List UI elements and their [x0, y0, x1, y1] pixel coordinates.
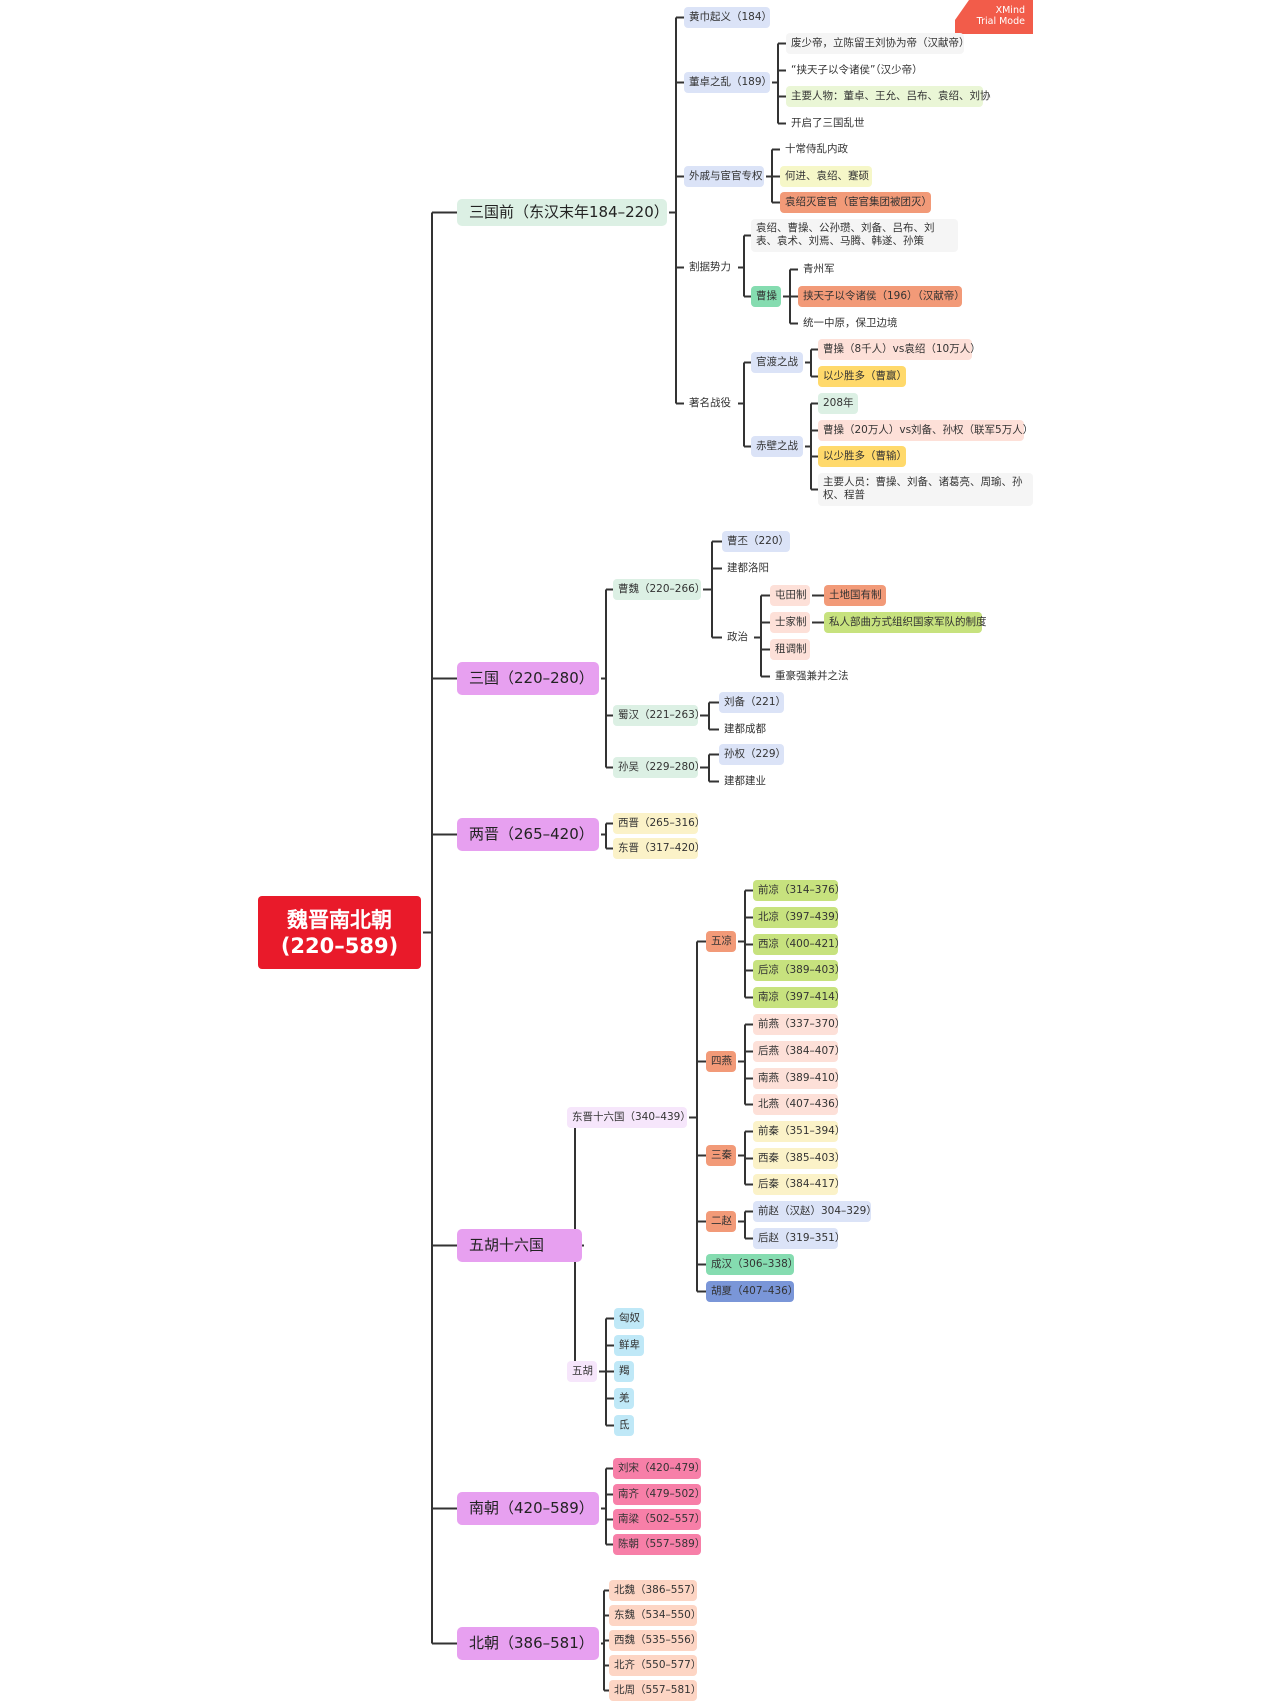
subtopic-77[interactable]: 南梁（502–557）	[613, 1509, 705, 1530]
subtopic-29[interactable]: 建都洛阳	[722, 558, 774, 579]
main-topic-79[interactable]: 北朝（386–581）	[457, 1627, 599, 1660]
subtopic-51[interactable]: 西凉（400–421）	[753, 934, 845, 955]
subtopic-5[interactable]: 主要人物：董卓、王允、吕布、袁绍、刘协	[786, 86, 991, 107]
main-topic-46[interactable]: 五胡十六国	[457, 1229, 582, 1262]
subtopic-57[interactable]: 南燕（389–410）	[753, 1068, 845, 1089]
subtopic-40[interactable]: 孙吴（229–280）	[613, 757, 705, 778]
subtopic-60[interactable]: 前秦（351–394）	[753, 1121, 845, 1142]
subtopic-2[interactable]: 董卓之乱（189）	[684, 72, 772, 93]
subtopic-65[interactable]: 后赵（319–351）	[753, 1228, 845, 1249]
subtopic-63[interactable]: 二赵	[706, 1211, 736, 1232]
subtopic-54[interactable]: 四燕	[706, 1051, 736, 1072]
subtopic-32[interactable]: 土地国有制	[824, 585, 886, 606]
subtopic-21[interactable]: 赤壁之战	[751, 436, 803, 457]
subtopic-24[interactable]: 以少胜多（曹输）	[818, 446, 907, 467]
subtopic-4[interactable]: “挟天子以令诸侯”（汉少帝）	[786, 60, 926, 81]
subtopic-10[interactable]: 袁绍灭宦官（宦官集团被团灭）	[780, 192, 932, 213]
xmind-trial-badge[interactable]: XMind Trial Mode	[955, 0, 1033, 34]
subtopic-14[interactable]: 青州军	[798, 259, 838, 280]
badge-mode: Trial Mode	[976, 16, 1025, 27]
subtopic-18[interactable]: 官渡之战	[751, 352, 803, 373]
subtopic-76[interactable]: 南齐（479–502）	[613, 1484, 705, 1505]
subtopic-56[interactable]: 后燕（384–407）	[753, 1041, 845, 1062]
subtopic-59[interactable]: 三秦	[706, 1145, 736, 1166]
subtopic-52[interactable]: 后凉（389–403）	[753, 960, 845, 981]
subtopic-15[interactable]: 挟天子以令诸侯（196）（汉献帝）	[798, 286, 965, 307]
subtopic-70[interactable]: 鲜卑	[614, 1335, 644, 1356]
subtopic-50[interactable]: 北凉（397–439）	[753, 907, 845, 928]
subtopic-3[interactable]: 废少帝，立陈留王刘协为帝（汉献帝）	[786, 33, 970, 54]
subtopic-53[interactable]: 南凉（397–414）	[753, 987, 845, 1008]
subtopic-36[interactable]: 重豪强兼并之法	[770, 666, 852, 687]
subtopic-61[interactable]: 西秦（385–403）	[753, 1148, 845, 1169]
subtopic-69[interactable]: 匈奴	[614, 1308, 644, 1329]
main-topic-26[interactable]: 三国（220–280）	[457, 662, 599, 695]
subtopic-84[interactable]: 北周（557–581）	[609, 1680, 701, 1701]
subtopic-62[interactable]: 后秦（384–417）	[753, 1174, 845, 1195]
subtopic-49[interactable]: 前凉（314–376）	[753, 880, 845, 901]
subtopic-83[interactable]: 北齐（550–577）	[609, 1655, 701, 1676]
subtopic-78[interactable]: 陈朝（557–589）	[613, 1534, 705, 1555]
subtopic-39[interactable]: 建都成都	[719, 719, 771, 740]
subtopic-8[interactable]: 十常侍乱内政	[780, 139, 854, 160]
subtopic-42[interactable]: 建都建业	[719, 771, 771, 792]
subtopic-27[interactable]: 曹魏（220–266）	[613, 579, 705, 600]
main-topic-74[interactable]: 南朝（420–589）	[457, 1492, 599, 1525]
subtopic-58[interactable]: 北燕（407–436）	[753, 1094, 845, 1115]
subtopic-17[interactable]: 著名战役	[684, 393, 736, 414]
subtopic-81[interactable]: 东魏（534–550）	[609, 1605, 701, 1626]
subtopic-64[interactable]: 前赵（汉赵）304–329）	[753, 1201, 877, 1222]
subtopic-47[interactable]: 东晋十六国（340–439）	[567, 1107, 691, 1128]
subtopic-72[interactable]: 羌	[614, 1388, 634, 1409]
subtopic-66[interactable]: 成汉（306–338）	[706, 1254, 798, 1275]
subtopic-19[interactable]: 曹操（8千人）vs袁绍（10万人）	[818, 339, 981, 360]
subtopic-80[interactable]: 北魏（386–557）	[609, 1580, 701, 1601]
subtopic-45[interactable]: 东晋（317–420）	[613, 838, 705, 859]
subtopic-75[interactable]: 刘宋（420–479）	[613, 1458, 705, 1479]
subtopic-22[interactable]: 208年	[818, 393, 858, 414]
badge-brand: XMind	[995, 5, 1025, 16]
subtopic-48[interactable]: 五凉	[706, 931, 736, 952]
subtopic-16[interactable]: 统一中原，保卫边境	[798, 313, 898, 334]
subtopic-33[interactable]: 士家制	[770, 612, 810, 633]
subtopic-71[interactable]: 羯	[614, 1361, 634, 1382]
subtopic-67[interactable]: 胡夏（407–436）	[706, 1281, 798, 1302]
subtopic-68[interactable]: 五胡	[567, 1361, 597, 1382]
subtopic-35[interactable]: 租调制	[770, 639, 810, 660]
subtopic-44[interactable]: 西晋（265–316）	[613, 813, 705, 834]
subtopic-31[interactable]: 屯田制	[770, 585, 810, 606]
subtopic-12[interactable]: 袁绍、曹操、公孙瓒、刘备、吕布、刘表、袁术、刘焉、马腾、韩遂、孙策	[751, 219, 958, 252]
subtopic-11[interactable]: 割据势力	[684, 257, 736, 278]
subtopic-9[interactable]: 何进、袁绍、蹇硕	[780, 166, 872, 187]
subtopic-55[interactable]: 前燕（337–370）	[753, 1014, 845, 1035]
root-topic[interactable]: 魏晋南北朝 (220–589)	[258, 896, 421, 969]
subtopic-30[interactable]: 政治	[722, 627, 752, 648]
subtopic-82[interactable]: 西魏（535–556）	[609, 1630, 701, 1651]
subtopic-20[interactable]: 以少胜多（曹赢）	[818, 366, 907, 387]
subtopic-25[interactable]: 主要人员：曹操、刘备、诸葛亮、周瑜、孙权、程普	[818, 473, 1033, 506]
subtopic-13[interactable]: 曹操	[751, 286, 781, 307]
subtopic-23[interactable]: 曹操（20万人）vs刘备、孙权（联军5万人）	[818, 420, 1033, 441]
subtopic-6[interactable]: 开启了三国乱世	[786, 113, 870, 134]
subtopic-1[interactable]: 黄巾起义（184）	[684, 7, 772, 28]
subtopic-37[interactable]: 蜀汉（221–263）	[613, 705, 705, 726]
subtopic-7[interactable]: 外戚与宦官专权	[684, 166, 764, 187]
subtopic-73[interactable]: 氐	[614, 1415, 634, 1436]
subtopic-38[interactable]: 刘备（221）	[719, 692, 786, 713]
subtopic-28[interactable]: 曹丕（220）	[722, 531, 790, 552]
subtopic-34[interactable]: 私人部曲方式组织国家军队的制度	[824, 612, 987, 633]
subtopic-41[interactable]: 孙权（229）	[719, 744, 786, 765]
main-topic-0[interactable]: 三国前（东汉末年184–220）	[457, 199, 669, 226]
main-topic-43[interactable]: 两晋（265–420）	[457, 818, 599, 851]
